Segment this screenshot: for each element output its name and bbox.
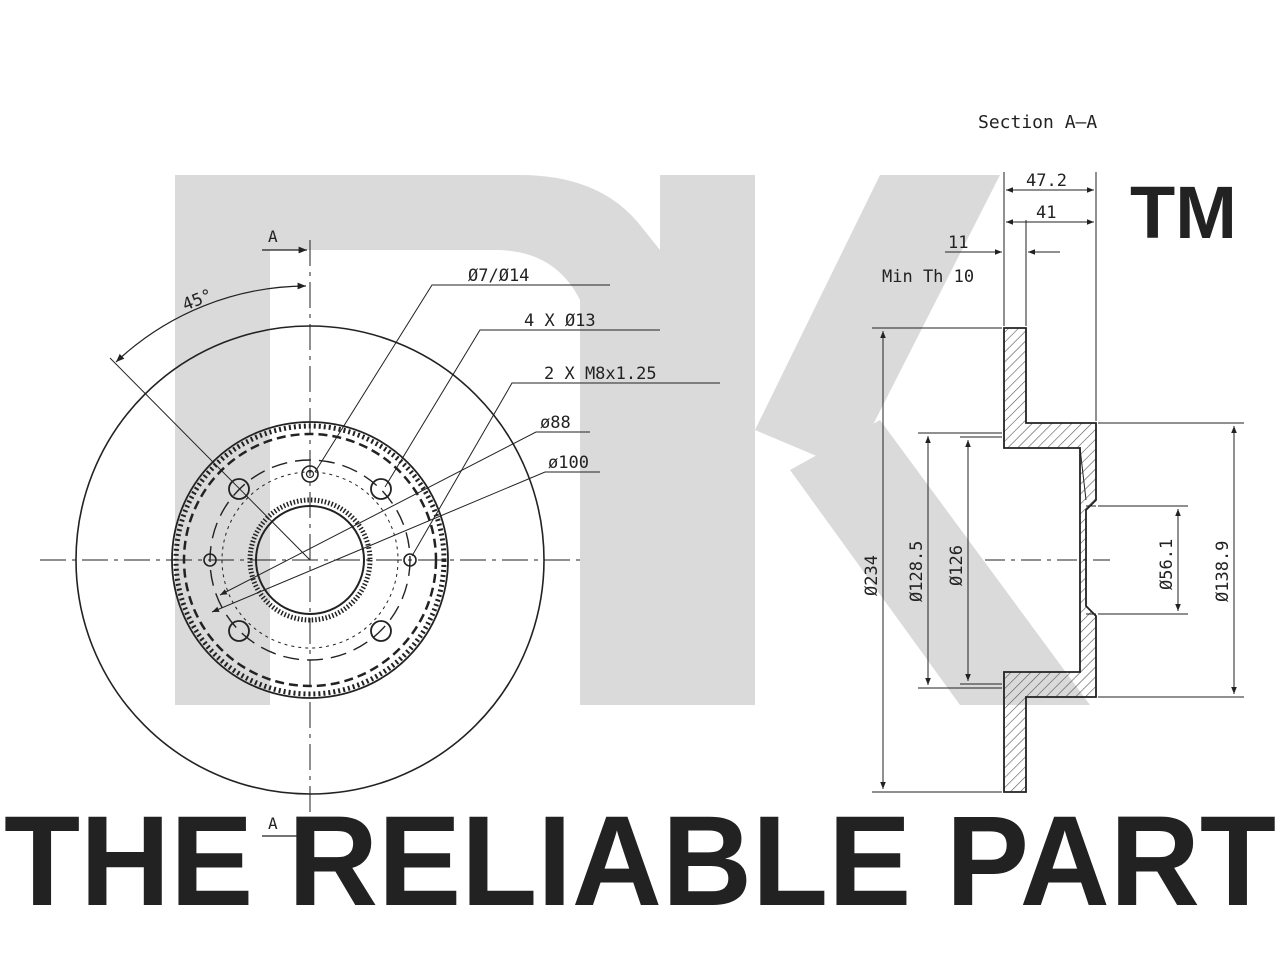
bolt-hole-1 [228,478,250,500]
pcd-100-circle [209,459,411,661]
small-hole-top [301,465,319,483]
front-view [40,240,720,848]
bolt-hole-2 [370,478,392,500]
bolt-hole-3 [228,620,250,642]
leader-hole-small [314,284,610,473]
bolt-hole-4 [370,620,392,642]
trademark-mark: TM [1130,171,1237,254]
leader-pcd-100 [211,471,600,613]
logo-letter-k-lower-arm [790,420,1090,705]
section-profile [1003,327,1097,793]
dim-center-bore: Ø56.1 [1157,539,1177,590]
threaded-hole-left [203,553,217,567]
center-bore-outer [247,497,373,623]
logo-letter-k-upper-arm [755,175,1000,470]
dim-thickness: 11 [948,233,968,253]
section-title: Section A–A [978,112,1097,133]
dim-overall-height: 47.2 [1026,171,1067,191]
hat-hidden-top [1079,447,1087,501]
angle-leader [109,357,311,561]
dim-hat-outer-diameter: Ø128.5 [907,541,927,602]
watermark: TM THE RELIABLE PART [4,171,1276,933]
hat-outer-circle [171,421,449,699]
dim-hat-depth: 41 [1036,203,1056,223]
logo-letter-k-stem [660,175,755,705]
vent-ring-outer [173,423,447,697]
center-bore [255,505,365,615]
threaded-hole-right [403,553,417,567]
callout-hole-small: Ø7/Ø14 [468,266,529,286]
leader-threaded-holes [411,382,720,557]
callout-threaded-holes: 2 X M8x1.25 [544,364,657,384]
leader-pcd-88 [219,431,590,596]
pcd-88-circle [221,471,399,649]
section-view [872,172,1244,793]
vent-ring-inner [182,432,438,688]
dim-hat-inner-diameter: Ø126 [947,545,967,586]
section-marker-bottom-label: A [268,814,278,833]
leader-bolt-holes [384,329,660,488]
section-marker-top-label: A [268,227,278,246]
tagline-watermark: THE RELIABLE PART [4,790,1276,933]
dim-hub-diameter: Ø138.9 [1213,541,1233,602]
disc-outer-circle [75,325,545,795]
angle-arc [115,282,307,363]
dim-outer-diameter: Ø234 [862,555,882,596]
callout-pcd-88: ø88 [540,413,571,433]
logo-letter-n [175,175,660,705]
small-hole-top-inner [305,469,315,479]
dim-min-thickness: Min Th 10 [882,267,974,287]
callout-pcd-100: ø100 [548,453,589,473]
callout-bolt-holes: 4 X Ø13 [524,311,596,331]
